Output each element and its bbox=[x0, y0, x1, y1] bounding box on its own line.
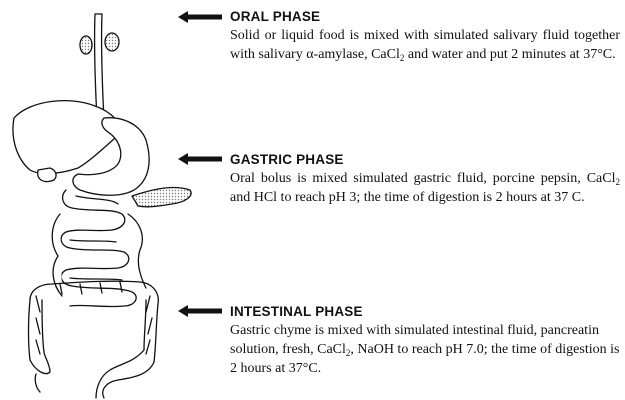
small-intestine bbox=[52, 190, 146, 307]
intestinal-phase-block: INTESTINAL PHASE Gastric chyme is mixed … bbox=[230, 304, 620, 378]
gastric-phase-title: GASTRIC PHASE bbox=[230, 152, 620, 168]
pancreas bbox=[132, 188, 191, 207]
oral-phase-text-end: and water and put 2 minutes at 37°C. bbox=[404, 47, 615, 62]
esophagus bbox=[95, 14, 104, 120]
gastric-phase-block: GASTRIC PHASE Oral bolus is mixed simula… bbox=[230, 152, 620, 207]
oral-phase-description: Solid or liquid food is mixed with simul… bbox=[230, 26, 620, 64]
gallbladder bbox=[38, 168, 56, 182]
gastric-phase-description: Oral bolus is mixed simulated gastric fl… bbox=[230, 169, 620, 207]
intestinal-phase-arrow bbox=[178, 305, 222, 317]
gastric-phase-arrow bbox=[178, 153, 222, 165]
liver bbox=[13, 101, 122, 174]
gastric-phase-text: Oral bolus is mixed simulated gastric fl… bbox=[230, 171, 616, 186]
intestinal-phase-description: Gastric chyme is mixed with simulated in… bbox=[230, 321, 620, 378]
intestinal-phase-title: INTESTINAL PHASE bbox=[230, 304, 620, 320]
oral-phase-title: ORAL PHASE bbox=[230, 9, 620, 25]
gastric-phase-text-end: and HCl to reach pH 3; the time of diges… bbox=[230, 190, 585, 205]
oral-phase-block: ORAL PHASE Solid or liquid food is mixed… bbox=[230, 9, 620, 64]
gastric-phase-subscript: 2 bbox=[616, 177, 621, 187]
oral-phase-arrow bbox=[178, 11, 222, 23]
